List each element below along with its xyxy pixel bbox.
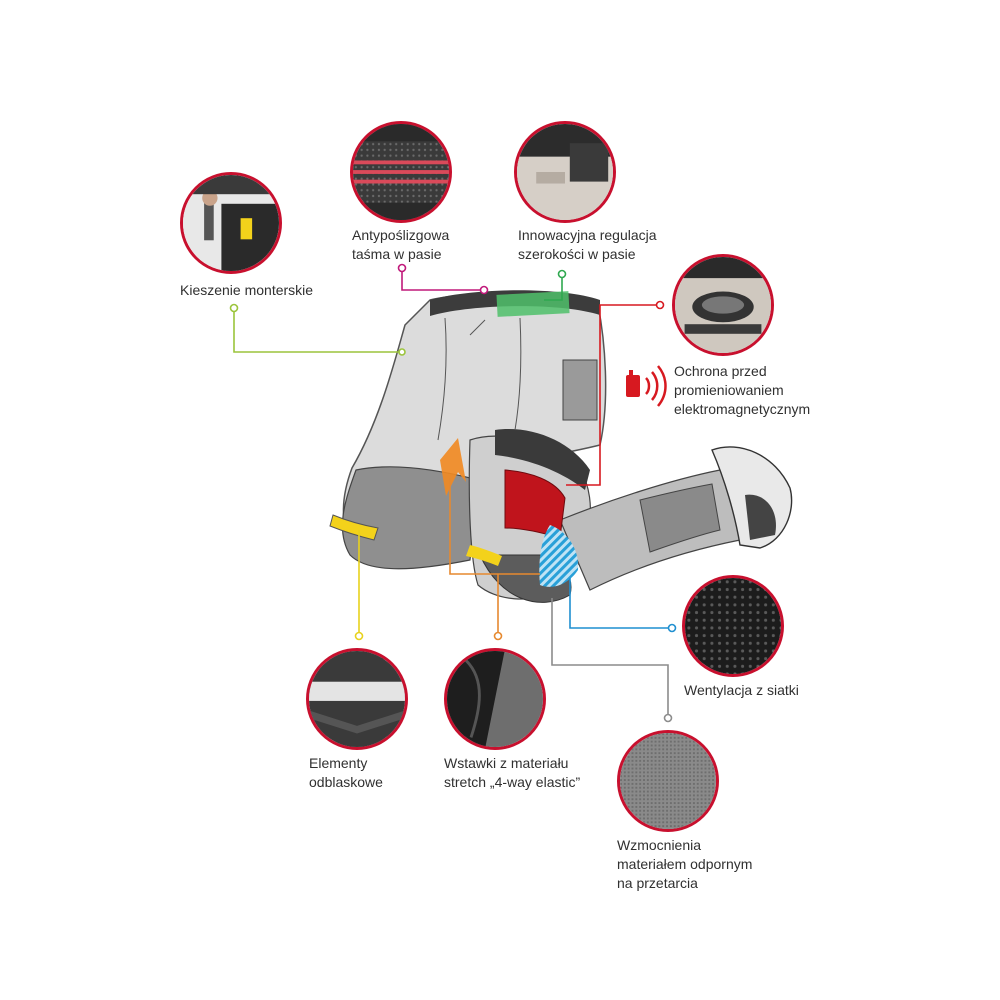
signal-phone-icon <box>626 365 667 407</box>
anti-slip-band-detail-image <box>350 121 452 223</box>
reflective-elements-detail-image <box>306 648 408 750</box>
abrasion-reinforcement-detail-image <box>617 730 719 832</box>
label-innowacyjna-regulacja: Innowacyjna regulacja szerokości w pasie <box>518 227 657 262</box>
label-wentylacja-z-siatki: Wentylacja z siatki <box>684 682 799 698</box>
label-elementy-odblaskowe: Elementy odblaskowe <box>309 755 383 790</box>
label-kieszenie-monterskie: Kieszenie monterskie <box>180 282 314 298</box>
leader-endpoints <box>229 263 677 723</box>
mesh-ventilation-detail-image <box>682 575 784 677</box>
label-wstawki-stretch: Wstawki z materiału stretch „4-way elast… <box>444 755 581 790</box>
tool-pocket-detail-image <box>180 172 282 274</box>
label-ochrona-przed-promieniowaniem: Ochrona przed promieniowaniem elektromag… <box>674 363 811 417</box>
emr-pocket-detail-image <box>672 254 774 356</box>
waist-adjustment-detail-image <box>514 121 616 223</box>
stretch-insert-detail-image <box>444 648 546 750</box>
leader-lines <box>233 268 672 718</box>
label-wzmocnienia: Wzmocnienia materiałem odpornym na przet… <box>617 837 753 891</box>
trousers-illustration <box>329 290 793 603</box>
label-antyposlizgowa-tasma: Antypoślizgowa taśma w pasie <box>352 227 450 262</box>
